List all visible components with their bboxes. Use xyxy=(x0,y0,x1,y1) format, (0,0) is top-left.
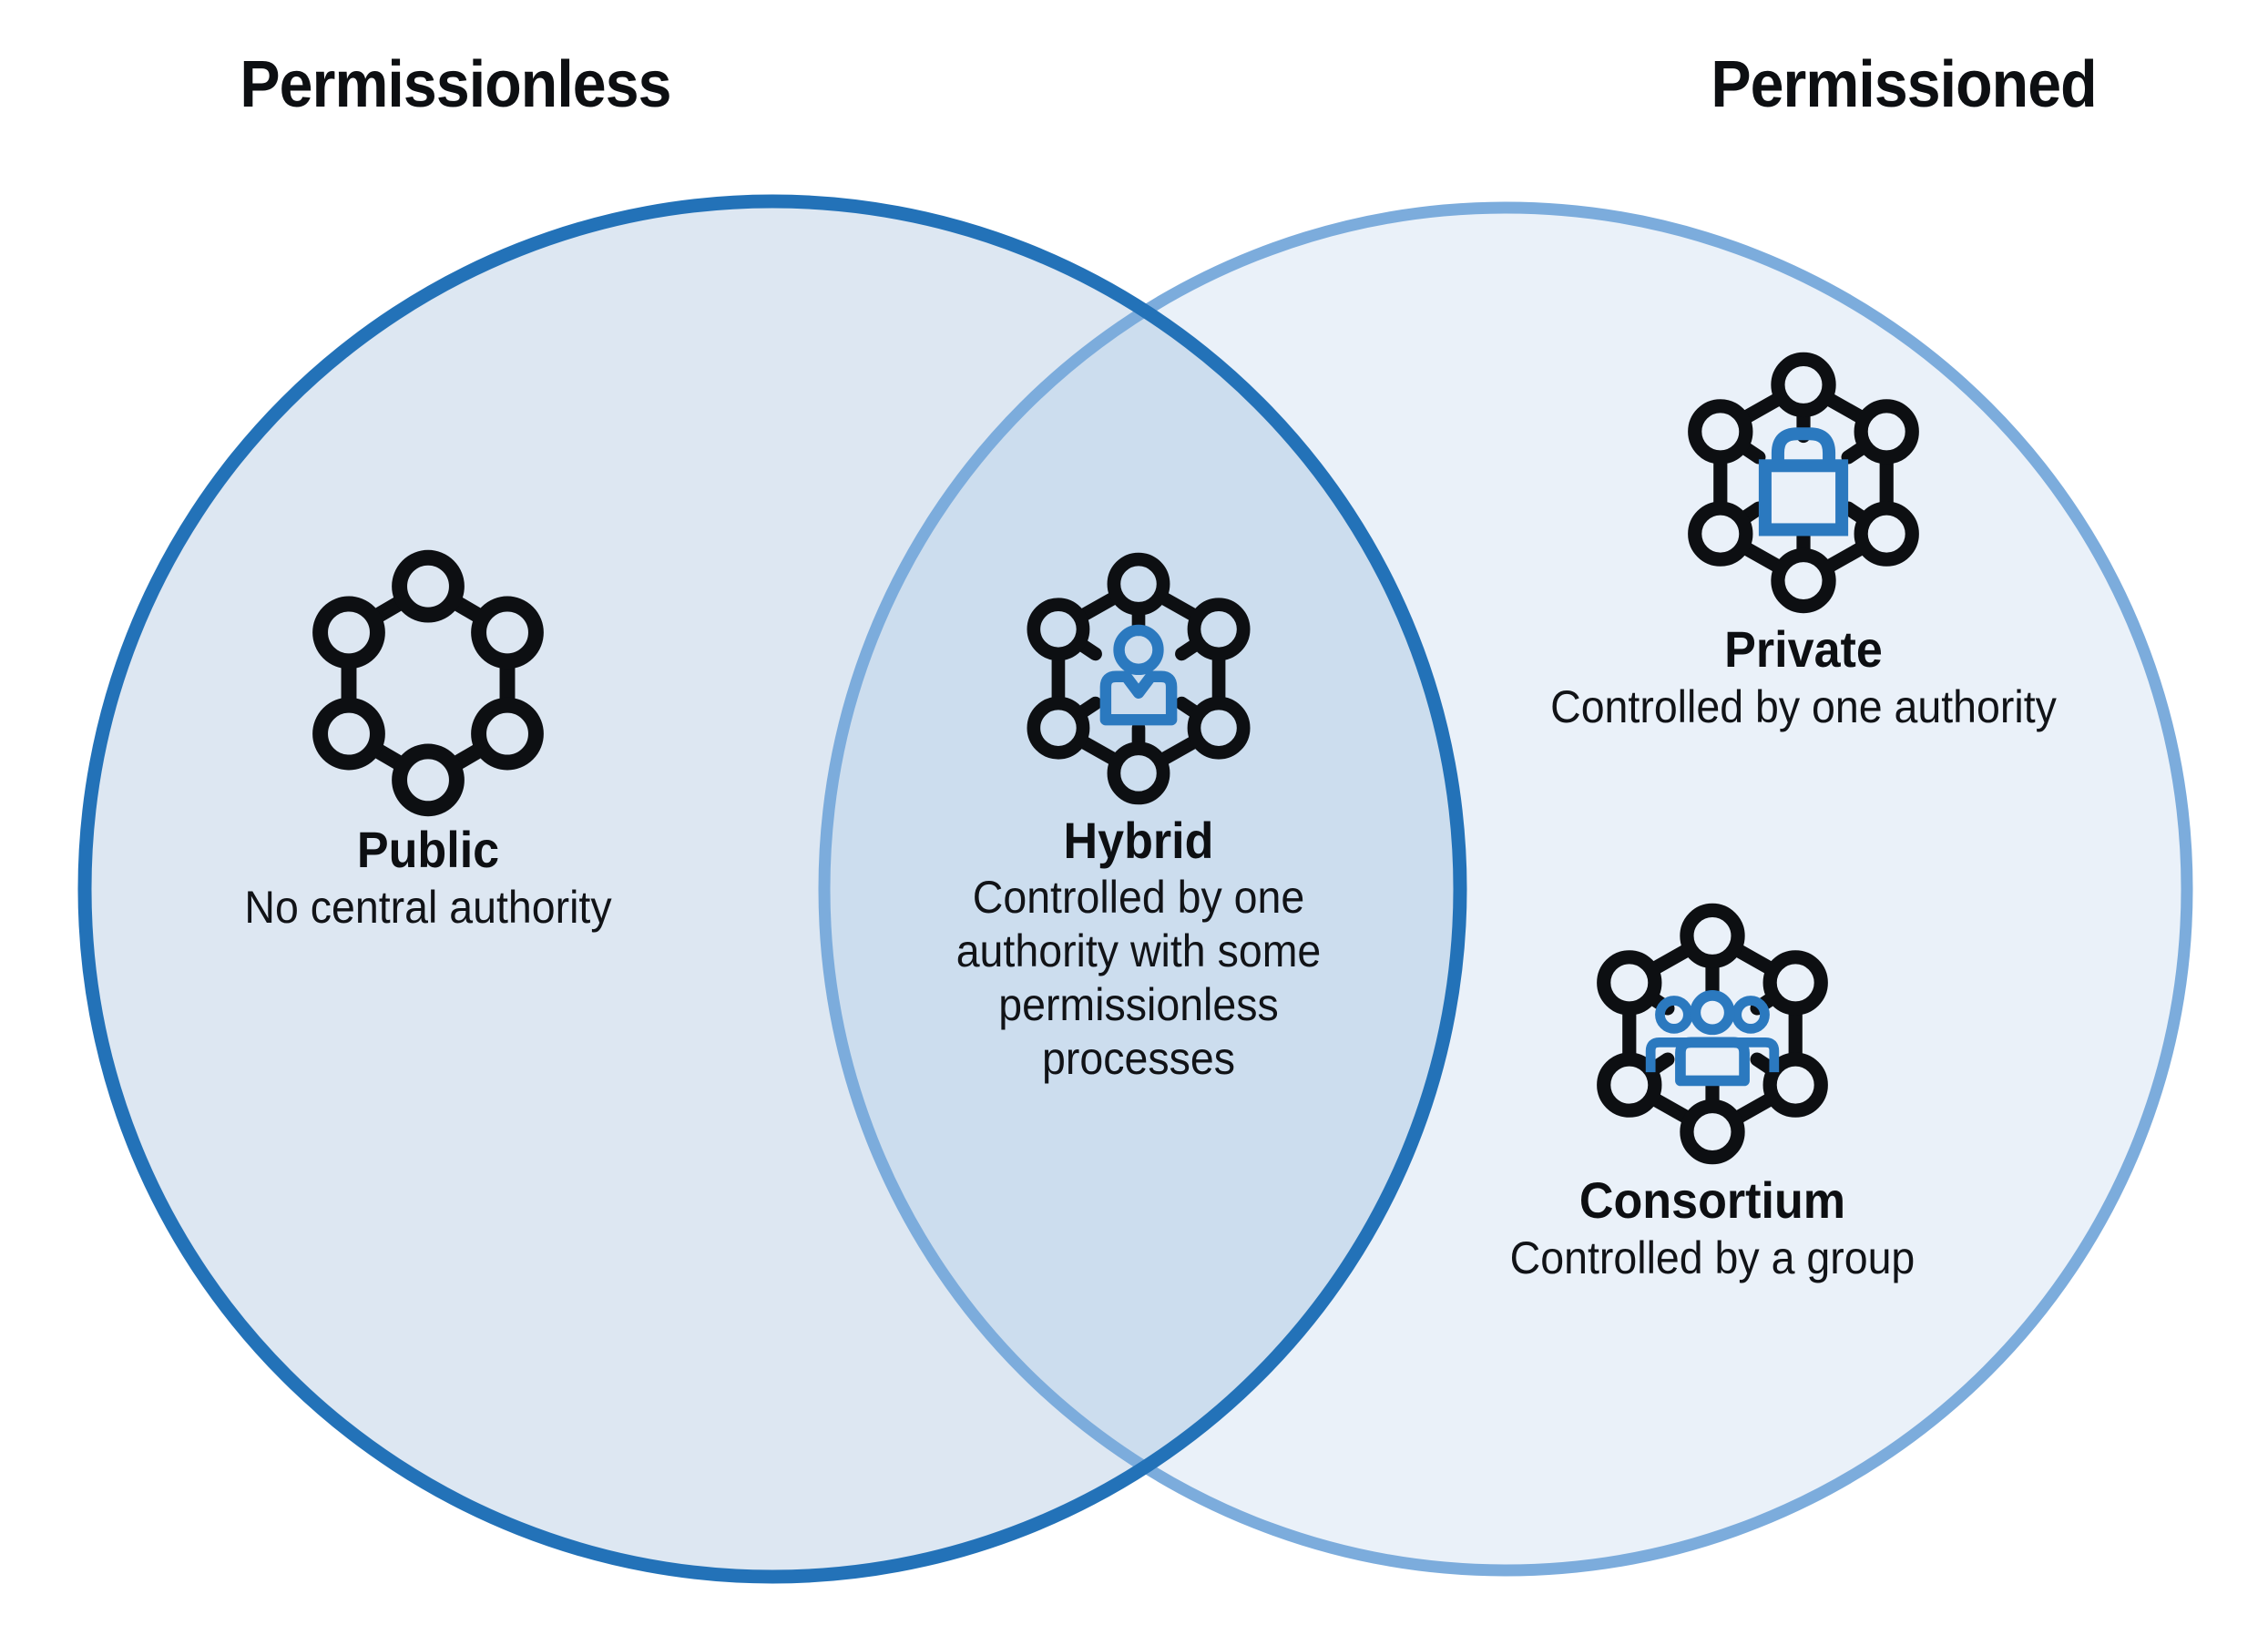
hybrid-label: Hybrid xyxy=(1063,812,1214,869)
hexagon-network-icon xyxy=(312,549,544,817)
permissioned-title: Permissioned xyxy=(1711,48,2097,121)
hybrid-icon-wrap xyxy=(902,547,1375,811)
hexagon-network-person-icon xyxy=(1027,552,1251,805)
group-public: Public No central authority xyxy=(137,547,720,935)
permissionless-circle-outline xyxy=(77,194,1467,1584)
consortium-description: Controlled by a group xyxy=(1509,1232,1916,1284)
hexagon-network-lock-icon xyxy=(1688,352,1919,614)
consortium-label: Consortium xyxy=(1578,1171,1846,1229)
private-icon-wrap xyxy=(1476,346,2131,619)
public-description: No central authority xyxy=(244,882,612,934)
consortium-icon-wrap xyxy=(1384,897,2040,1170)
permissionless-title: Permissionless xyxy=(240,48,671,121)
hybrid-description: Controlled by one authority with some pe… xyxy=(955,872,1322,1085)
overlap-region xyxy=(824,208,1460,1570)
group-consortium: Consortium Controlled by a group xyxy=(1384,897,2040,1286)
permissioned-circle-outline xyxy=(818,201,2193,1577)
private-label: Private xyxy=(1724,620,1883,678)
group-private: Private Controlled by one authority xyxy=(1476,346,2131,735)
private-description: Controlled by one authority xyxy=(1550,681,2057,733)
public-label: Public xyxy=(356,821,500,878)
public-icon-wrap xyxy=(137,547,720,820)
hexagon-network-group-icon xyxy=(1597,903,1828,1165)
group-hybrid: Hybrid Controlled by one authority with … xyxy=(902,547,1375,1086)
